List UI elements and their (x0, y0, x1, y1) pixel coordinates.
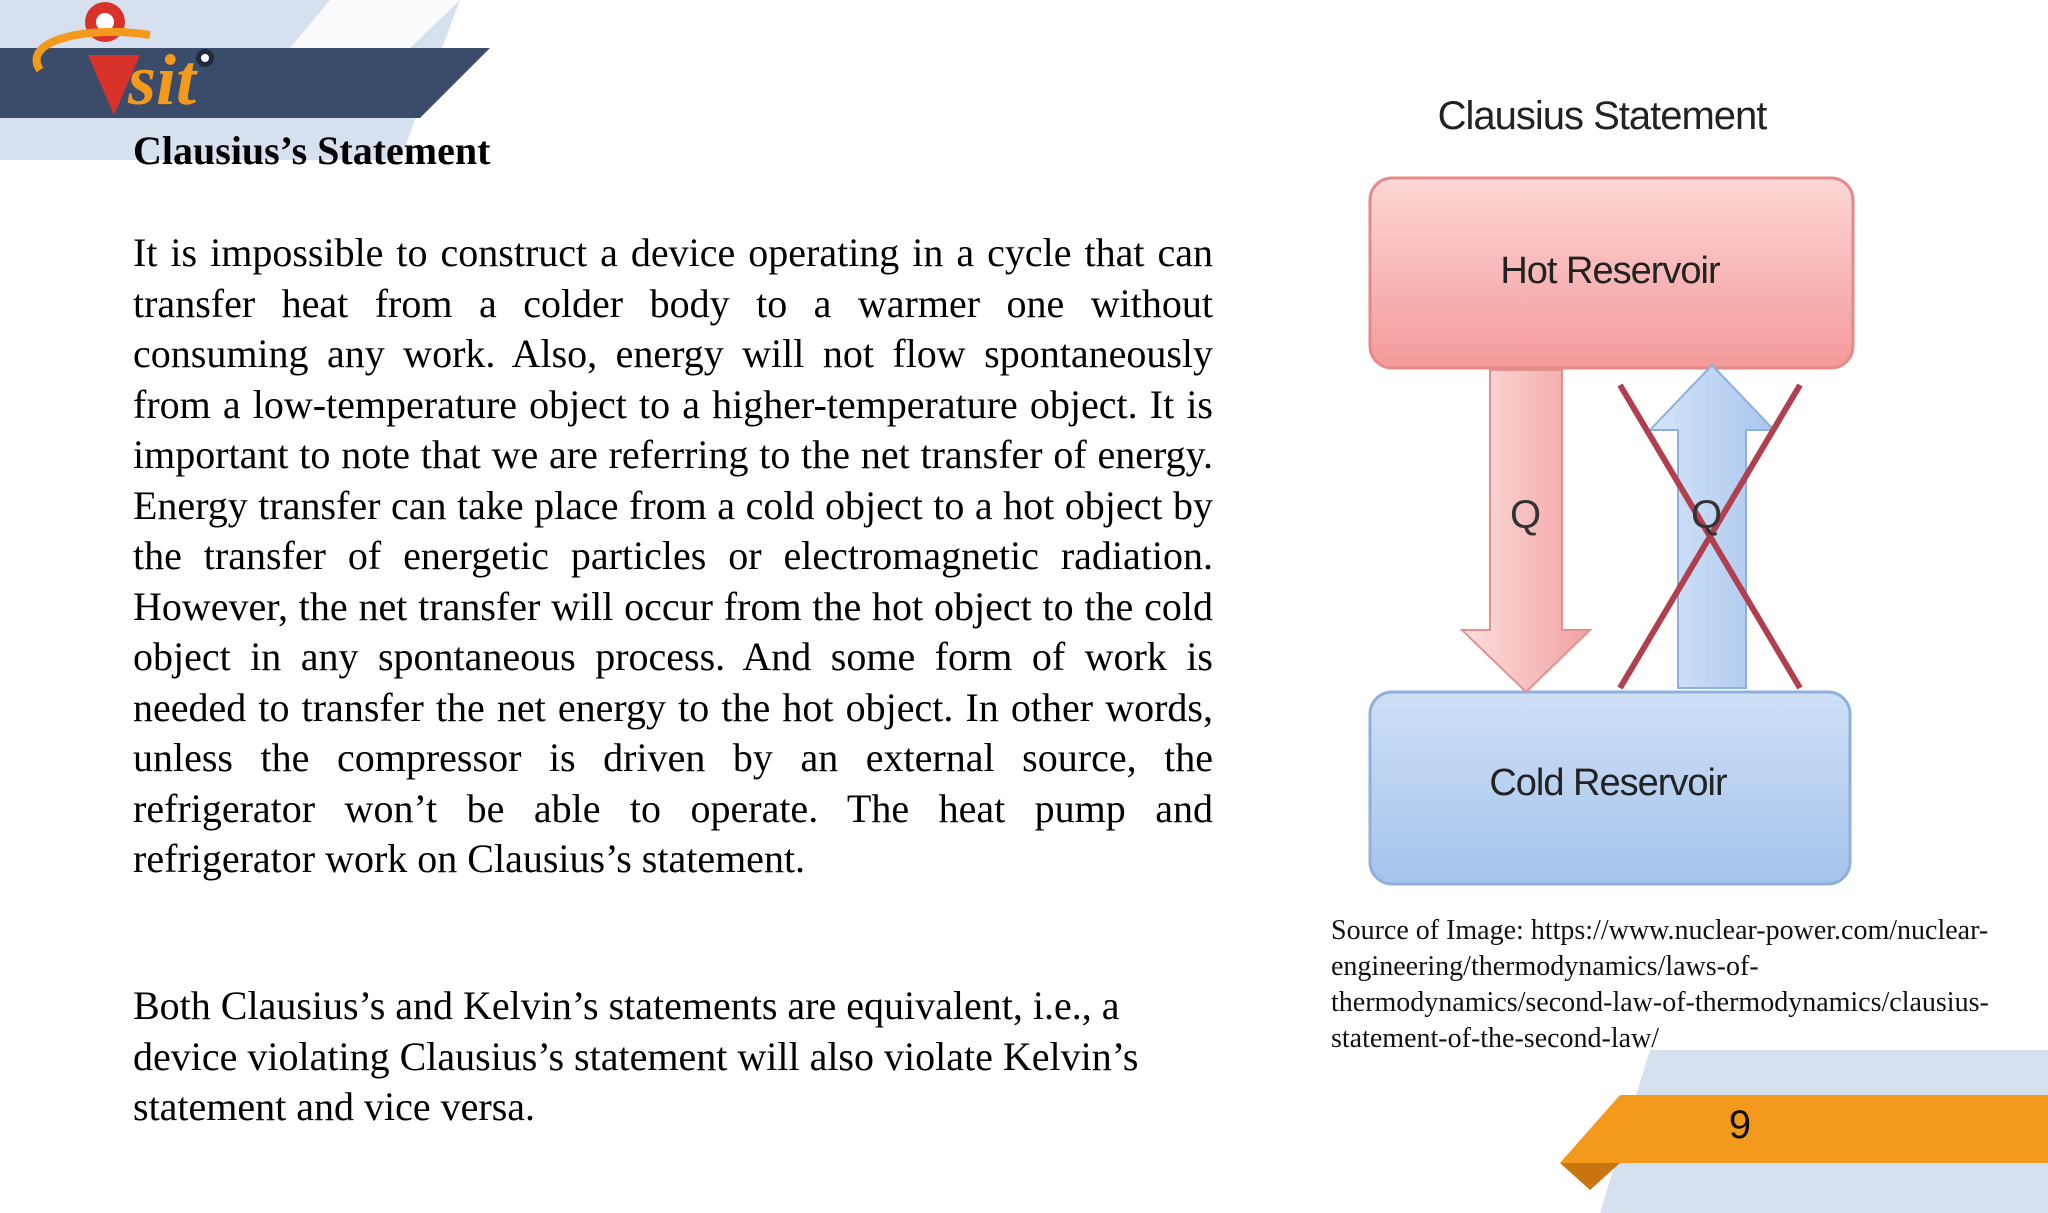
cold-reservoir-box (1368, 690, 1852, 886)
hot-reservoir-box (1368, 176, 1855, 370)
body-paragraph-2: Both Clausius’s and Kelvin’s statements … (133, 983, 1139, 1129)
heat-flow-down-arrow (1459, 369, 1593, 694)
q-down-label: Q (1510, 493, 1542, 537)
q-up-label: Q (1691, 493, 1723, 537)
image-source-caption: Source of Image: https://www.nuclear-pow… (1331, 915, 1989, 1054)
header-banner: sit (0, 0, 500, 160)
page-number: 9 (1728, 1103, 1752, 1147)
page-number-banner (1560, 1050, 2048, 1213)
section-heading: Clausius’s Statement (133, 128, 491, 173)
clausius-diagram (1368, 176, 1855, 886)
body-paragraph-1: It is impossible to construct a device o… (133, 230, 1213, 881)
hot-reservoir-label: Hot Reservoir (1500, 250, 1720, 292)
diagram-title: Clausius Statement (1437, 94, 1768, 138)
heat-flow-up-arrow (1647, 363, 1777, 689)
logo-text: sit (128, 40, 197, 120)
cold-reservoir-label: Cold Reservoir (1489, 762, 1727, 804)
cross-line-2 (1617, 383, 1803, 690)
logo (0, 0, 490, 160)
